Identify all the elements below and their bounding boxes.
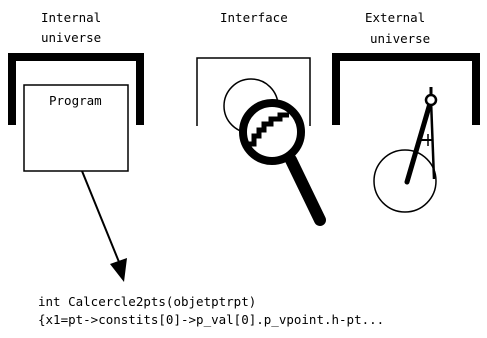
- magnifier-handle: [285, 154, 326, 226]
- external-universe-label-line2: universe: [370, 31, 431, 46]
- code-line-1: int Calcercle2pts(objetptrpt): [38, 294, 257, 309]
- compass-icon: [404, 87, 438, 185]
- external-universe-label-line1: External: [365, 10, 426, 25]
- code-line-2: {x1=pt->constits[0]->p_val[0].p_vpoint.h…: [38, 312, 385, 327]
- program-label: Program: [49, 93, 102, 108]
- internal-universe-label-line2: universe: [41, 30, 102, 45]
- arrow-shaft: [81, 170, 120, 263]
- external-circle: [373, 149, 437, 213]
- internal-universe-label-line1: Internal: [41, 10, 102, 25]
- arrow-head: [110, 258, 127, 282]
- magnifier-lens-icon: [239, 99, 305, 165]
- interface-frame: [196, 57, 311, 126]
- interface-label: Interface: [220, 10, 288, 25]
- internal-universe-frame: [8, 53, 144, 125]
- external-universe-frame: [332, 53, 480, 125]
- magnified-pixelated-arc: [246, 112, 289, 152]
- program-box: [23, 84, 129, 172]
